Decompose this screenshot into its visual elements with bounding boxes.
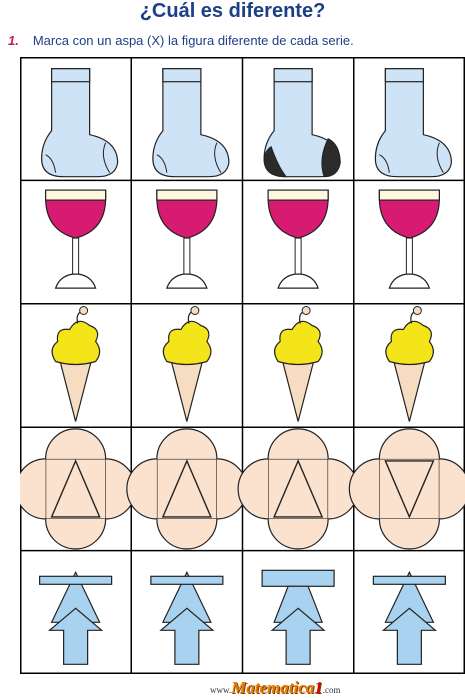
socks-figure-1[interactable] [41,68,119,178]
footer-prefix: www. [210,685,232,695]
flower-shapes-figure-3[interactable] [237,428,359,550]
wine-glasses-figure-2[interactable] [156,189,218,289]
arrow-shapes-figure-4[interactable] [372,570,446,665]
ice-creams-figure-1[interactable] [51,306,101,422]
footer-brand-number: 1 [314,678,323,697]
instruction: 1. Marca con un aspa (X) la figura difere… [8,33,354,48]
flower-shapes-figure-4[interactable] [348,428,465,550]
instruction-number: 1. [8,33,19,48]
wine-glasses-figure-4[interactable] [378,189,440,289]
ice-creams-figure-3[interactable] [274,306,323,422]
footer-suffix: .com [322,685,341,695]
ice-creams-figure-4[interactable] [385,306,434,422]
socks-figure-2[interactable] [152,68,230,178]
figure-grid [20,57,465,674]
grid-lines [20,57,465,674]
arrow-shapes-figure-3[interactable] [261,569,335,665]
arrow-shapes-figure-1[interactable] [39,570,113,665]
wine-glasses-figure-1[interactable] [45,189,107,289]
flower-shapes-figure-2[interactable] [126,428,248,550]
socks-figure-3[interactable] [263,68,341,178]
flower-shapes-figure-1[interactable] [20,428,137,550]
page-title: ¿Cuál es diferente? [139,0,326,22]
footer-brand: Matematica [231,678,315,697]
socks-figure-4[interactable] [374,68,452,178]
ice-creams-figure-2[interactable] [162,306,212,422]
instruction-text: Marca con un aspa (X) la figura diferent… [32,33,354,48]
wine-glasses-figure-3[interactable] [267,189,329,289]
footer-logo: www.Matematica1.com [210,678,341,698]
arrow-shapes-figure-2[interactable] [150,570,224,665]
